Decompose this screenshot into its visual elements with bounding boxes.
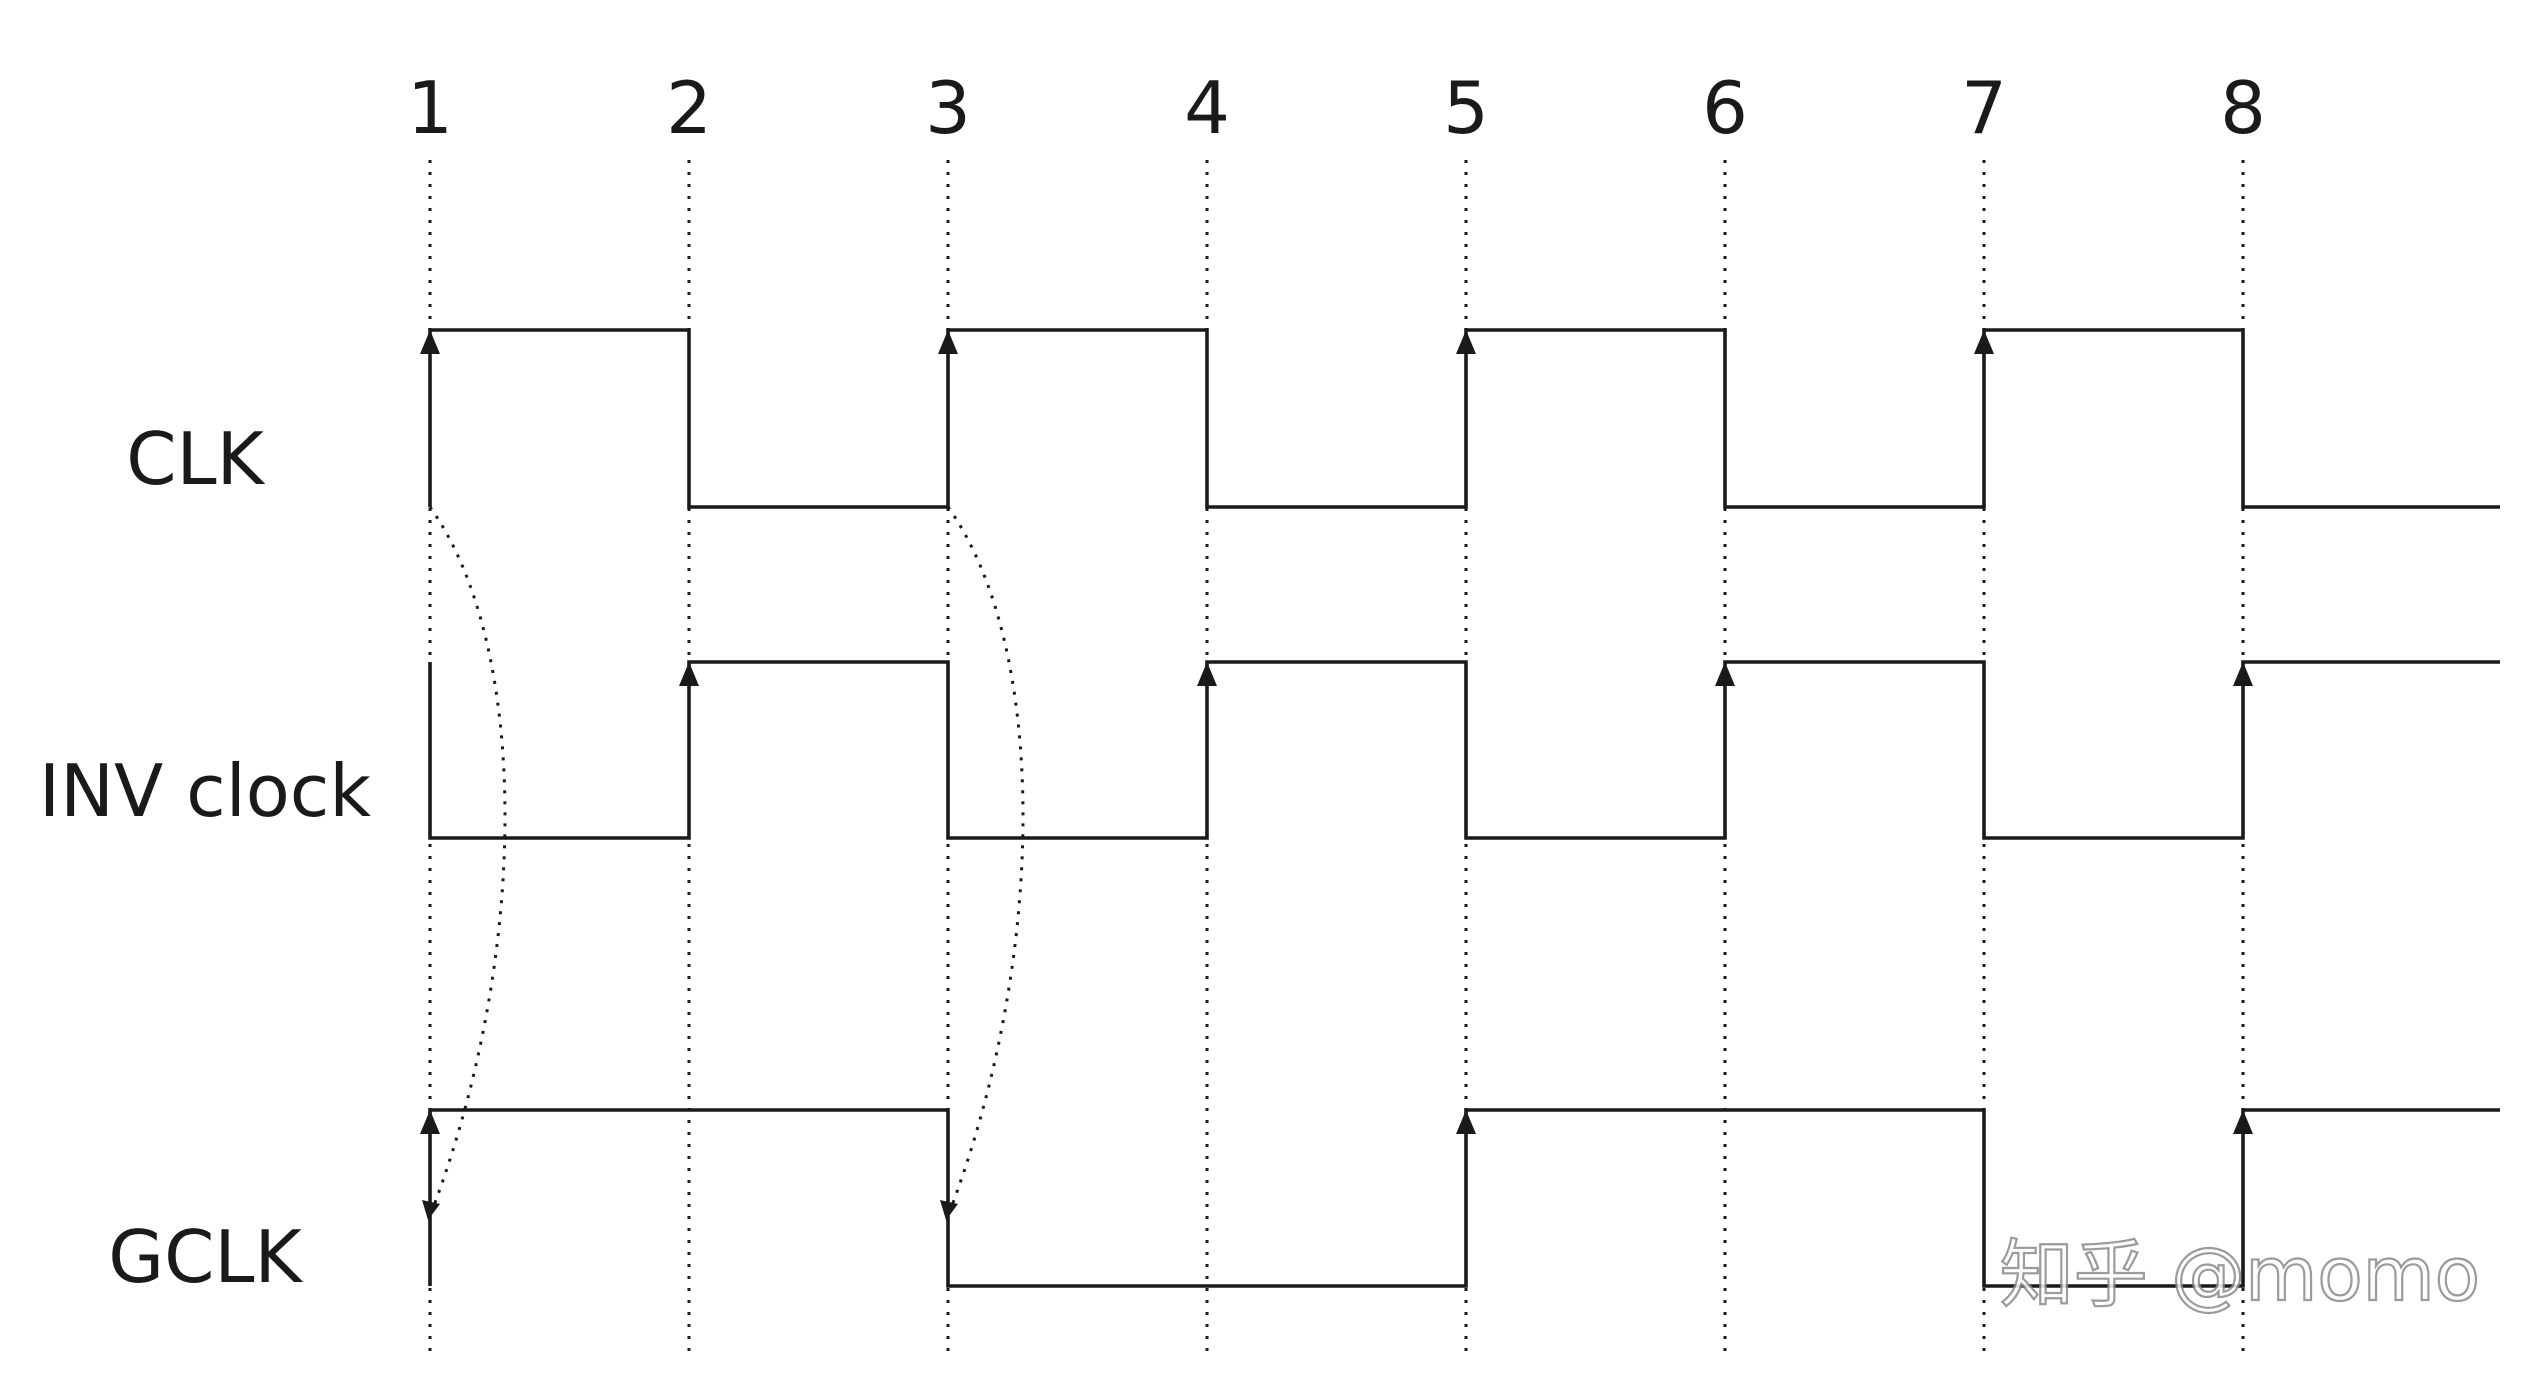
dependency-arrowhead-3	[940, 1200, 958, 1220]
edge-guide-lines	[428, 160, 2245, 1352]
rising-edge-arrow-inv-clock-8	[2233, 662, 2253, 686]
rising-edge-arrow-inv-clock-6	[1715, 662, 1735, 686]
dependency-arrows	[422, 506, 1025, 1220]
rising-edge-arrow-clk-7	[1974, 330, 1994, 354]
edge-number-7: 7	[1961, 66, 2007, 150]
rising-edge-arrow-gclk-1	[420, 1110, 440, 1134]
signal-waveforms	[420, 328, 2500, 1288]
dependency-arrowhead-1	[422, 1200, 440, 1220]
watermark-text: 知乎 @momo	[2000, 1232, 2480, 1318]
edge-number-6: 6	[1702, 66, 1748, 150]
dependency-arc-1	[428, 506, 507, 1217]
rising-edge-arrow-clk-3	[938, 330, 958, 354]
edge-number-8: 8	[2220, 66, 2266, 150]
rising-edge-arrow-inv-clock-2	[679, 662, 699, 686]
rising-edge-arrow-gclk-8	[2233, 1110, 2253, 1134]
edge-number-5: 5	[1443, 66, 1489, 150]
rising-edge-arrow-clk-1	[420, 330, 440, 354]
edge-number-3: 3	[925, 66, 971, 150]
waveform-clk	[428, 328, 2500, 509]
rising-edge-arrow-inv-clock-4	[1197, 662, 1217, 686]
waveform-gclk	[428, 1108, 2500, 1288]
signal-label-inv-clock: INV clock	[39, 749, 371, 833]
waveform-inv-clock	[428, 660, 2500, 840]
signal-label-clk: CLK	[126, 417, 265, 501]
edge-number-2: 2	[666, 66, 712, 150]
rising-edge-arrow-clk-5	[1456, 330, 1476, 354]
edge-number-1: 1	[407, 66, 453, 150]
signal-label-gclk: GCLK	[108, 1215, 303, 1299]
edge-number-labels: 1 2 3 4 5 6 7 8	[407, 66, 2266, 150]
dependency-arc-3	[946, 506, 1025, 1217]
rising-edge-arrow-gclk-5	[1456, 1110, 1476, 1134]
edge-number-4: 4	[1184, 66, 1230, 150]
